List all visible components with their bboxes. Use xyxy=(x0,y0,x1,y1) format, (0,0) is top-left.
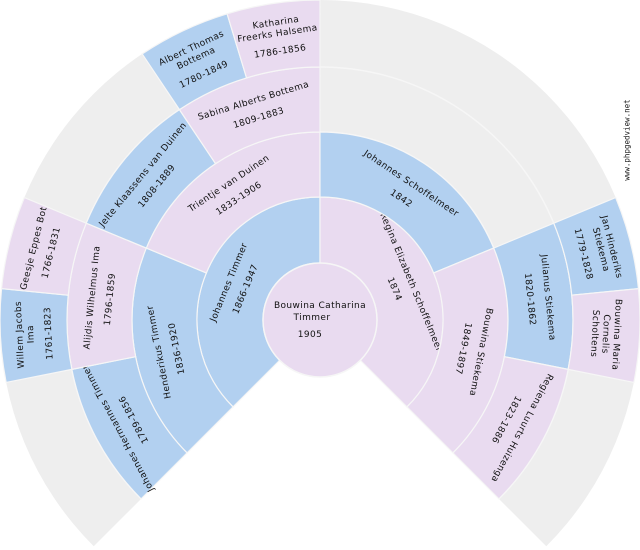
ancestor-segment-female[interactable] xyxy=(226,0,321,79)
person-name: Cornelis xyxy=(599,314,611,354)
person-name: Timmer xyxy=(293,313,331,323)
root-person-circle[interactable] xyxy=(262,262,378,378)
person-name: Bouwina Maria xyxy=(609,299,622,371)
ancestor-segment-female[interactable] xyxy=(452,355,569,500)
watermark-link[interactable]: www.phpgedview.net xyxy=(622,99,632,181)
person-name: Scholtens xyxy=(588,310,600,358)
person-years: 1905 xyxy=(298,330,323,340)
person-name: Willem Jacobs xyxy=(14,301,27,369)
ancestor-segment-female[interactable] xyxy=(0,196,88,296)
person-name: Bouwina Catharina xyxy=(274,301,366,311)
person-name: Ima xyxy=(26,325,37,344)
person-years: 1761-1823 xyxy=(43,307,56,360)
